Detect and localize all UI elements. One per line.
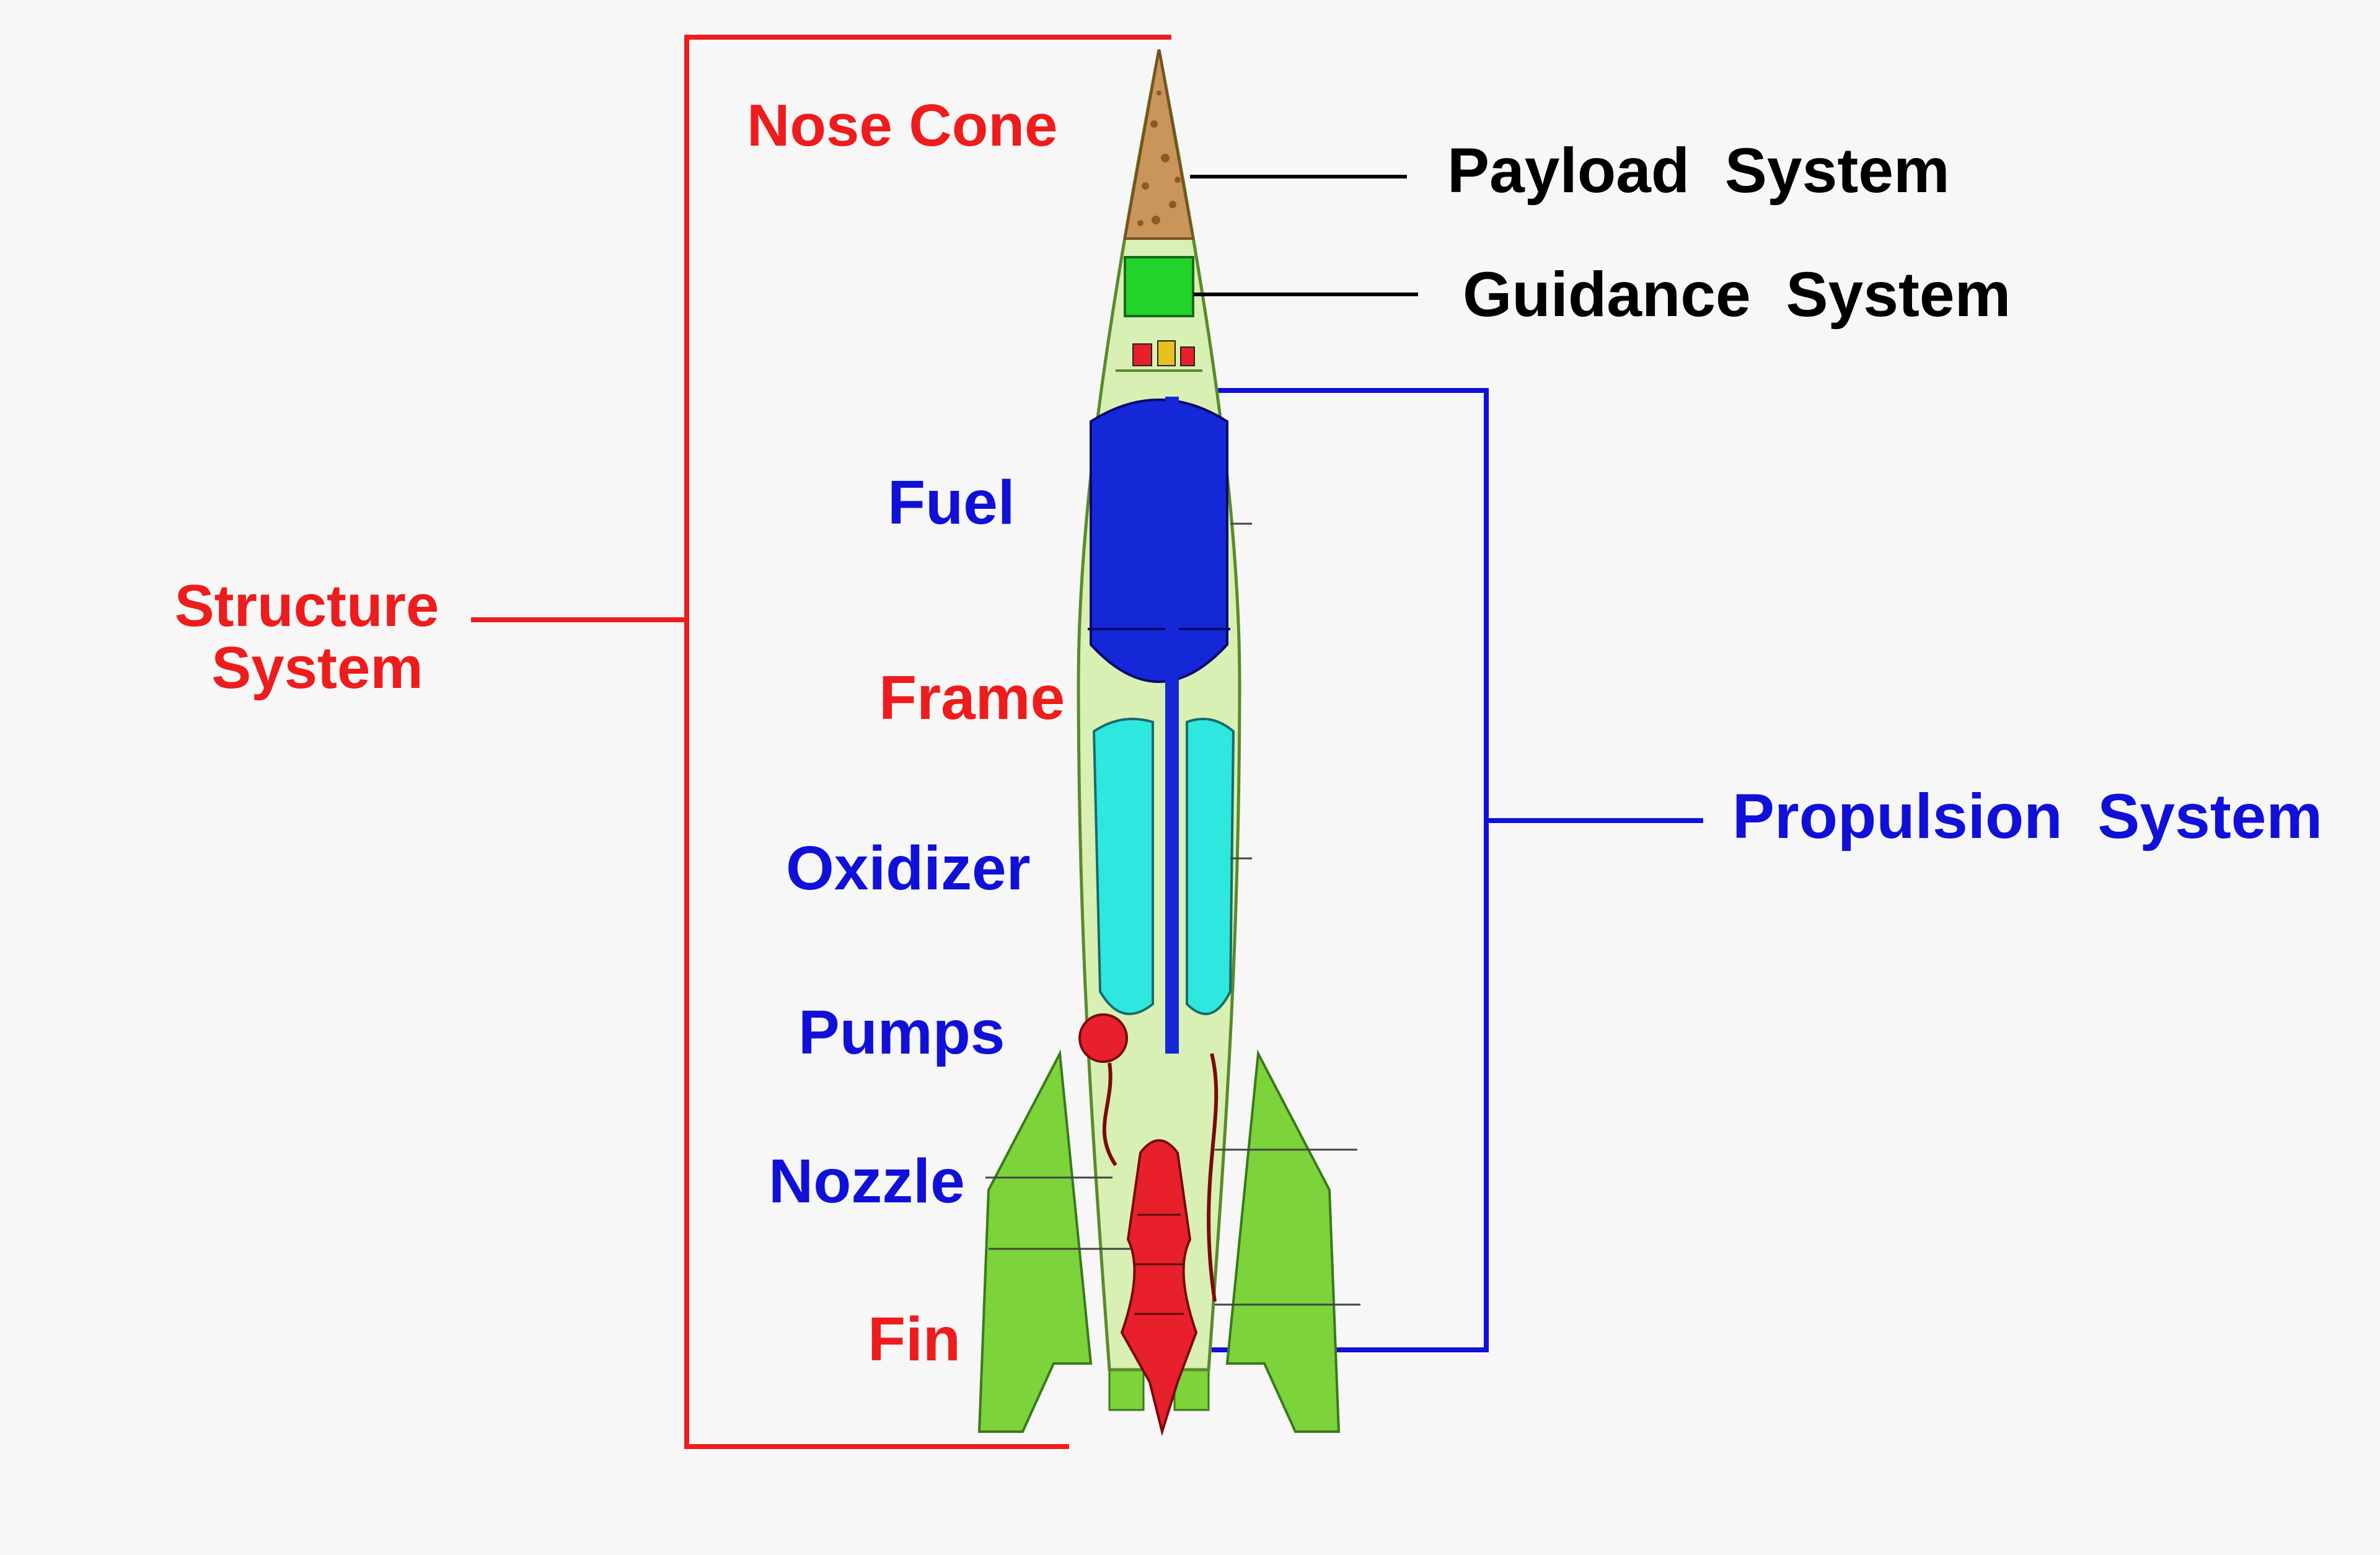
guidance-components bbox=[1132, 340, 1195, 366]
label-pumps: Pumps bbox=[798, 998, 1005, 1067]
label-fin: Fin bbox=[868, 1305, 961, 1374]
pump-plumbing bbox=[1102, 1053, 1219, 1302]
label-nozzle: Nozzle bbox=[769, 1147, 965, 1216]
feed-pipe bbox=[1165, 397, 1179, 1054]
label-nose-cone: Nose Cone bbox=[747, 92, 1057, 159]
label-structure-system-line2: System bbox=[211, 635, 423, 701]
nose-cone-shape bbox=[1123, 49, 1195, 240]
part-leaders bbox=[985, 522, 1360, 1306]
label-payload-system: Payload System bbox=[1447, 135, 1950, 206]
leader-lines bbox=[1190, 175, 1418, 296]
rocket-illustration bbox=[977, 49, 1341, 1437]
label-frame: Frame bbox=[879, 663, 1065, 733]
oxidizer-tank-left bbox=[1092, 718, 1154, 1015]
structure-bracket bbox=[471, 35, 1171, 1449]
pump bbox=[1078, 1013, 1128, 1063]
label-guidance-system: Guidance System bbox=[1463, 259, 2011, 330]
right-fin bbox=[1225, 1049, 1341, 1433]
label-fuel: Fuel bbox=[888, 468, 1015, 537]
payload-texture bbox=[1137, 90, 1181, 226]
engine-details bbox=[1134, 1214, 1184, 1315]
label-structure-system-line1: Structure bbox=[175, 573, 439, 639]
oxidizer-tank-right bbox=[1186, 718, 1235, 1015]
propulsion-bracket bbox=[1178, 388, 1703, 1352]
label-propulsion-system: Propulsion System bbox=[1732, 781, 2322, 852]
label-oxidizer: Oxidizer bbox=[786, 834, 1031, 903]
center-fin-left bbox=[1108, 1365, 1145, 1411]
engine-nozzle bbox=[1120, 1139, 1198, 1437]
left-fin bbox=[977, 1049, 1093, 1433]
fuel-tank bbox=[1090, 399, 1228, 683]
guidance-box bbox=[1124, 256, 1194, 317]
